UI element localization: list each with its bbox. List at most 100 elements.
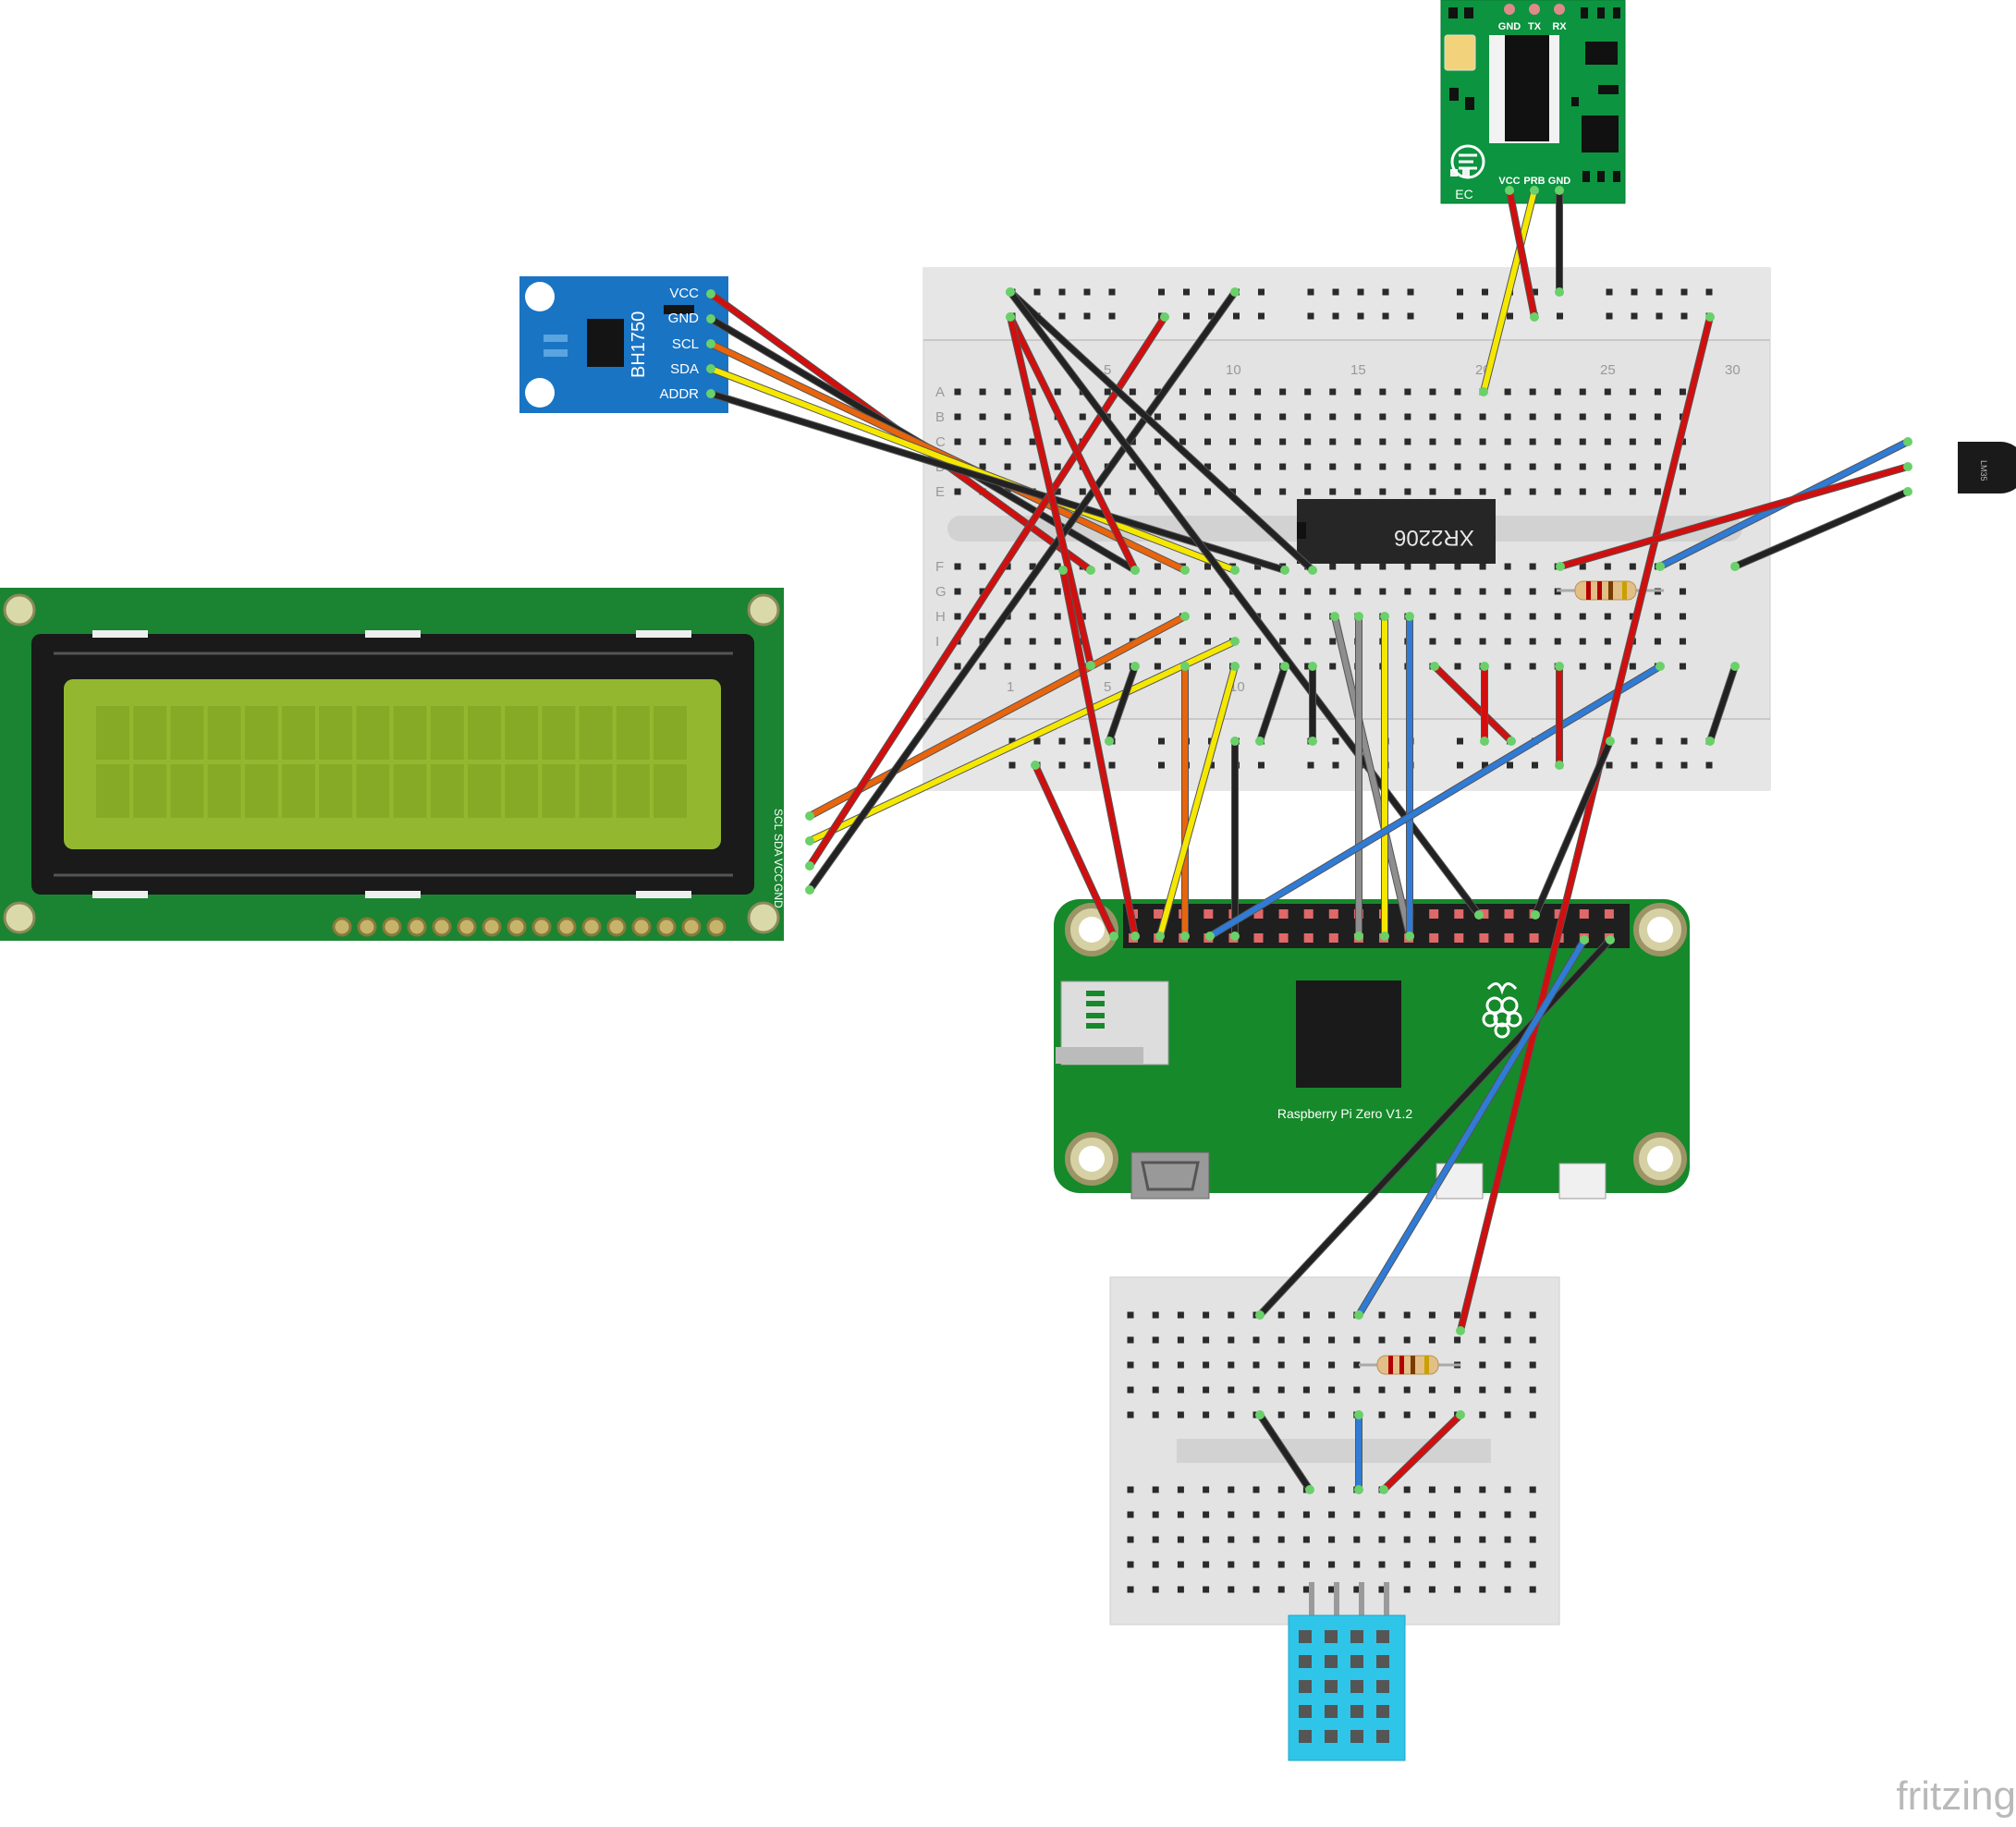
dht-vent bbox=[1325, 1630, 1338, 1643]
small-breadboard-hole bbox=[1529, 1411, 1536, 1419]
lcd-char-cell bbox=[430, 706, 464, 760]
gpio-pin bbox=[1554, 909, 1564, 919]
lcd-char-cell bbox=[654, 764, 687, 818]
small-breadboard-hole bbox=[1428, 1311, 1436, 1319]
ec-pin-vcc: VCC bbox=[1498, 176, 1520, 187]
breadboard-hole bbox=[1429, 388, 1436, 396]
small-breadboard-hole bbox=[1504, 1386, 1511, 1394]
rail-hole bbox=[1656, 288, 1663, 296]
small-breadboard-hole bbox=[1403, 1311, 1411, 1319]
breadboard-hole bbox=[1579, 638, 1586, 645]
rail-hole bbox=[1183, 312, 1190, 320]
wire-end bbox=[805, 811, 814, 821]
small-breadboard-hole bbox=[1428, 1411, 1436, 1419]
breadboard-hole bbox=[1004, 413, 1011, 420]
lcd-char-cell bbox=[505, 764, 539, 818]
small-breadboard-hole bbox=[1328, 1561, 1336, 1568]
wire-yellow bbox=[1157, 664, 1238, 939]
wires bbox=[706, 186, 1912, 1494]
wire-black bbox=[1257, 937, 1613, 1318]
wire-end bbox=[1230, 662, 1240, 671]
dht-vent bbox=[1325, 1655, 1338, 1668]
rail-hole bbox=[1656, 737, 1663, 745]
breadboard-hole bbox=[954, 413, 961, 420]
small-breadboard-hole bbox=[1428, 1536, 1436, 1543]
lcd-char-cell bbox=[542, 706, 576, 760]
wire-end bbox=[1230, 566, 1240, 575]
breadboard-hole bbox=[1579, 613, 1586, 620]
small-breadboard-hole bbox=[1529, 1511, 1536, 1518]
breadboard-hole bbox=[1629, 413, 1636, 420]
lcd-pin bbox=[681, 917, 702, 937]
wire-red bbox=[1008, 314, 1094, 668]
breadboard-hole bbox=[1154, 388, 1161, 396]
gpio-pin bbox=[1504, 909, 1514, 919]
small-breadboard-hole bbox=[1277, 1486, 1285, 1493]
wire-red bbox=[1507, 188, 1537, 320]
small-breadboard-hole bbox=[1302, 1561, 1310, 1568]
wire-end bbox=[1086, 566, 1095, 575]
breadboard-hole bbox=[1504, 388, 1511, 396]
breadboard-hole bbox=[1479, 463, 1486, 470]
ec-chip bbox=[1582, 116, 1619, 152]
breadboard-hole bbox=[1379, 388, 1387, 396]
lcd-char-cell bbox=[244, 706, 278, 760]
small-breadboard-hole bbox=[1277, 1586, 1285, 1593]
breadboard-hole bbox=[1404, 588, 1411, 595]
small-breadboard-hole bbox=[1152, 1311, 1159, 1319]
small-breadboard-hole bbox=[1454, 1561, 1461, 1568]
small-breadboard-hole bbox=[1203, 1311, 1210, 1319]
wire-end bbox=[1479, 387, 1488, 396]
breadboard-hole bbox=[1004, 463, 1011, 470]
wire-end bbox=[1180, 566, 1190, 575]
dht-vent bbox=[1350, 1705, 1363, 1718]
wire-end bbox=[1109, 932, 1118, 941]
small-breadboard-hole bbox=[1479, 1511, 1486, 1518]
small-breadboard-hole bbox=[1403, 1536, 1411, 1543]
small-breadboard-hole bbox=[1378, 1511, 1386, 1518]
lcd-pin bbox=[482, 917, 502, 937]
breadboard-hole bbox=[1554, 613, 1561, 620]
lcd-pin bbox=[332, 917, 352, 937]
small-breadboard-hole bbox=[1353, 1511, 1361, 1518]
bh-pin-addr: ADDR bbox=[659, 386, 699, 402]
small-breadboard-hole bbox=[1277, 1561, 1285, 1568]
lcd-char-cell bbox=[282, 764, 315, 818]
lcd-char-cell bbox=[468, 764, 501, 818]
small-breadboard-hole bbox=[1127, 1411, 1134, 1419]
lcd-char-cell bbox=[96, 706, 129, 760]
wire-end bbox=[1031, 761, 1040, 770]
breadboard-hole bbox=[1029, 388, 1036, 396]
lcd-char-cell bbox=[356, 706, 390, 760]
breadboard-hole bbox=[979, 563, 986, 570]
small-breadboard-hole bbox=[1203, 1561, 1210, 1568]
small-breadboard-hole bbox=[1353, 1586, 1361, 1593]
wire-end bbox=[1354, 932, 1363, 941]
breadboard-hole bbox=[979, 588, 986, 595]
small-breadboard-hole bbox=[1152, 1486, 1159, 1493]
breadboard-hole bbox=[1279, 488, 1287, 495]
breadboard-hole bbox=[1354, 388, 1362, 396]
breadboard-hole bbox=[1179, 388, 1186, 396]
breadboard-hole bbox=[1204, 388, 1211, 396]
breadboard-hole bbox=[1529, 663, 1536, 670]
small-breadboard-hole bbox=[1328, 1336, 1336, 1344]
breadboard-hole bbox=[1479, 488, 1486, 495]
breadboard-hole bbox=[1329, 588, 1337, 595]
breadboard-hole bbox=[979, 663, 986, 670]
small-breadboard-hole bbox=[1479, 1561, 1486, 1568]
wire-yellow bbox=[1481, 188, 1537, 395]
small-breadboard-hole bbox=[1479, 1586, 1486, 1593]
breadboard-hole bbox=[1629, 663, 1636, 670]
dht-vent bbox=[1299, 1630, 1312, 1643]
lcd-pin bbox=[407, 917, 427, 937]
breadboard-hole bbox=[1604, 388, 1611, 396]
small-breadboard-hole bbox=[1428, 1386, 1436, 1394]
wire-end bbox=[805, 861, 814, 871]
lcd-char-cell bbox=[319, 764, 353, 818]
wire-end bbox=[1606, 737, 1615, 746]
wire-end bbox=[1430, 662, 1439, 671]
small-breadboard-hole bbox=[1353, 1536, 1361, 1543]
breadboard-hole bbox=[1479, 613, 1486, 620]
lcd-pin bbox=[581, 917, 602, 937]
